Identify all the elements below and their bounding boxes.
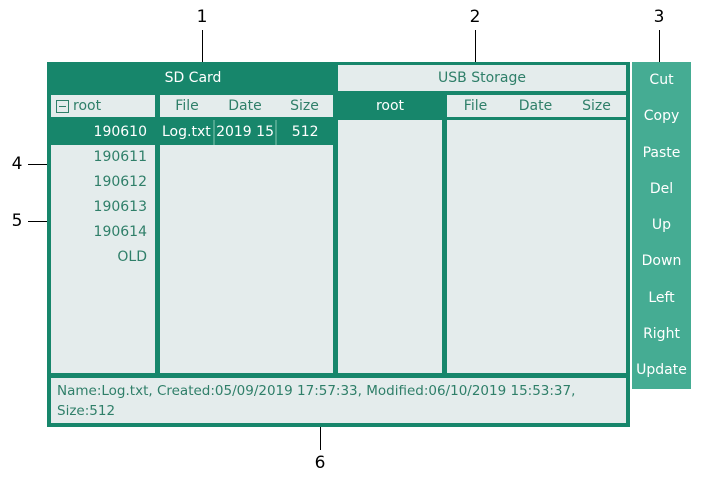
sd-column-header-size[interactable]: Size [290, 98, 319, 114]
status-bar: Name:Log.txt, Created:05/09/2019 17:57:3… [51, 378, 626, 423]
callout-label-4: 4 [11, 154, 23, 174]
right-button[interactable]: Right [643, 326, 680, 343]
sd-file-list-body: Log.txt 2019 15 512 [160, 120, 333, 373]
callout-label-5: 5 [11, 211, 23, 231]
cut-button[interactable]: Cut [649, 72, 674, 88]
usb-file-list-header: File Date Size [447, 95, 626, 117]
usb-tree-panel[interactable]: root [338, 95, 442, 373]
callout-label-2: 2 [469, 7, 481, 27]
sd-tree-item[interactable]: 190611 [93, 149, 147, 165]
sd-file-list-header: File Date Size [160, 95, 333, 117]
usb-file-list-body [447, 120, 626, 373]
usb-column-header-date[interactable]: Date [518, 98, 553, 114]
callout-leader-3 [659, 30, 660, 62]
usb-column-header-file[interactable]: File [463, 98, 488, 114]
usb-tree-items [338, 120, 442, 373]
usb-column-header-size[interactable]: Size [582, 98, 611, 114]
sd-tree-item[interactable]: 190612 [93, 174, 147, 190]
update-button[interactable]: Update [636, 362, 687, 379]
callout-leader-6 [320, 412, 321, 450]
panel-area: SD Card USB Storage root 190610 190611 1… [47, 62, 630, 427]
sd-tree-item[interactable]: 190614 [93, 224, 147, 240]
callout-label-6: 6 [314, 453, 326, 473]
del-button[interactable]: Del [649, 180, 674, 197]
tab-sd-card[interactable]: SD Card [51, 65, 335, 91]
down-button[interactable]: Down [641, 253, 682, 270]
usb-file-list-panel[interactable]: File Date Size [447, 95, 626, 373]
sd-tree-item[interactable]: 190610 [51, 120, 155, 145]
sd-cell-date: 2019 15 [212, 120, 276, 145]
minus-square-icon[interactable] [56, 99, 69, 113]
sd-file-list-panel[interactable]: File Date Size Log.txt 2019 15 512 [160, 95, 333, 373]
sd-cell-file: Log.txt [160, 120, 213, 145]
copy-button[interactable]: Copy [643, 108, 680, 125]
up-button[interactable]: Up [651, 217, 672, 234]
sd-tree-item[interactable]: 190613 [93, 199, 147, 215]
file-manager-window: SD Card USB Storage root 190610 190611 1… [47, 62, 691, 427]
tab-usb-storage[interactable]: USB Storage [338, 65, 626, 91]
table-row[interactable]: Log.txt 2019 15 512 [160, 120, 333, 145]
sd-column-header-file[interactable]: File [175, 98, 199, 114]
paste-button[interactable]: Paste [642, 144, 681, 161]
sd-tree-items: 190610 190611 190612 190613 190614 OLD [51, 120, 155, 373]
sd-column-header-date[interactable]: Date [228, 98, 262, 114]
callout-leader-2 [475, 30, 476, 65]
sd-tree-root-label: root [73, 98, 102, 114]
sd-tree-panel[interactable]: root 190610 190611 190612 190613 190614 … [51, 95, 155, 373]
callout-label-1: 1 [196, 7, 208, 27]
left-button[interactable]: Left [648, 289, 675, 306]
sd-cell-size: 512 [275, 120, 333, 145]
action-sidebar: Cut Copy Paste Del Up Down Left Right Up… [632, 62, 691, 389]
sd-tree-item[interactable]: OLD [117, 249, 147, 265]
callout-leader-1 [202, 30, 203, 65]
sd-tree-root-row[interactable]: root [51, 95, 155, 117]
callout-label-3: 3 [653, 7, 665, 27]
usb-tree-root-row[interactable]: root [338, 95, 442, 117]
